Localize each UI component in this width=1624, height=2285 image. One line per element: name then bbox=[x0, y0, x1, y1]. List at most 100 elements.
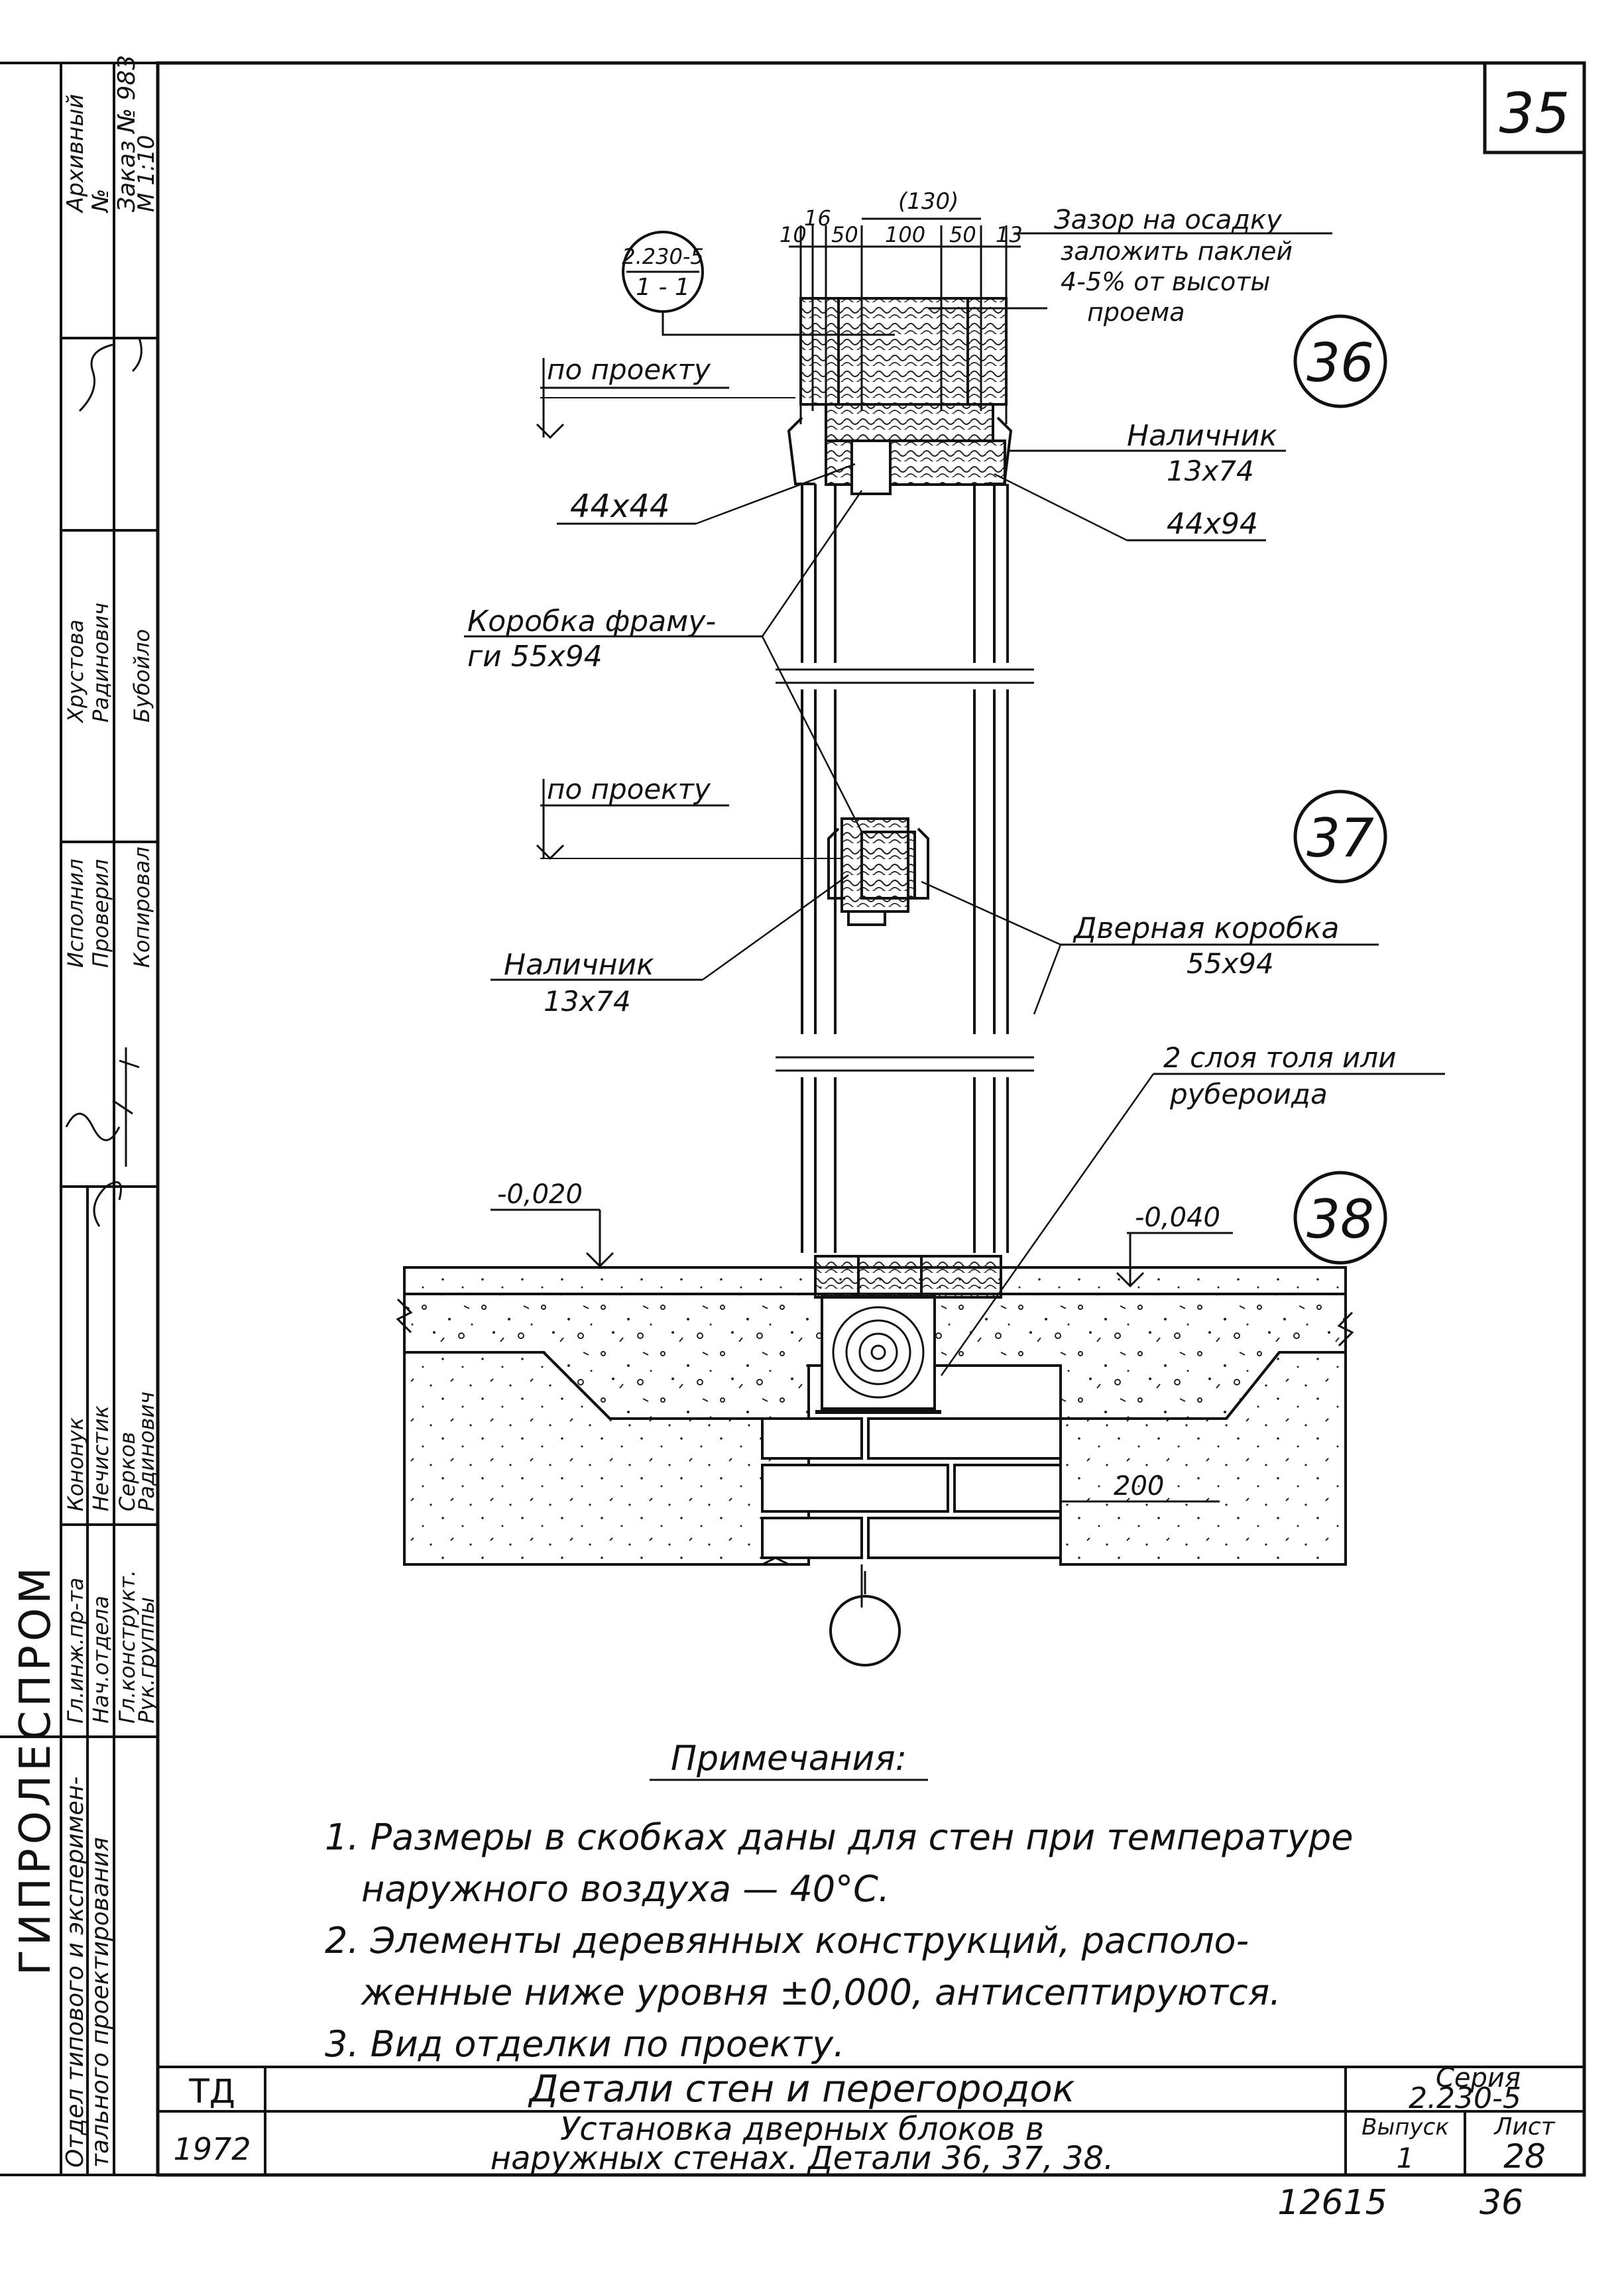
doc-subtitle-1: Установка дверных блоков в bbox=[560, 2111, 1044, 2148]
note-1: 1. Размеры в скобках даны для стен при т… bbox=[325, 1816, 1354, 1858]
label-transom-frame: Коробка фраму- ги 55x94 bbox=[464, 490, 863, 833]
door-leaf bbox=[776, 484, 1034, 1253]
name-4: Радинович bbox=[134, 1391, 159, 1511]
dept-line-2: тального проектирования bbox=[87, 1837, 114, 2168]
dim-10: 10 bbox=[780, 222, 807, 247]
label-44x94: 44x94 bbox=[994, 473, 1266, 542]
level-by-project-1: по проекту bbox=[536, 353, 795, 439]
name-2: Нечистик bbox=[88, 1405, 113, 1511]
note-3: 3. Вид отделки по проекту. bbox=[325, 2023, 844, 2065]
signatures bbox=[65, 337, 143, 1227]
name2-3: Бубойло bbox=[129, 629, 154, 723]
name2-1: Хрустова bbox=[63, 620, 88, 724]
sheet-number-box: 35 bbox=[1483, 61, 1586, 154]
level-2-text: -0,040 bbox=[1135, 1202, 1220, 1233]
name-3: Серков bbox=[115, 1432, 140, 1511]
name-1: Кононук bbox=[63, 1417, 88, 1511]
detail-38-marker: 38 bbox=[1293, 1171, 1387, 1265]
gap-note-2: заложить паклей bbox=[1061, 237, 1293, 266]
footer-page: 36 bbox=[1479, 2183, 1523, 2223]
trim-top-size: 13x74 bbox=[1167, 455, 1254, 487]
label-44x94-text: 44x94 bbox=[1167, 507, 1258, 541]
level-by-project-2: по проекту bbox=[536, 773, 842, 860]
dim-200-group: 200 bbox=[1059, 1471, 1220, 1518]
middle-frame-block bbox=[827, 817, 929, 926]
role-copied: Копировал bbox=[129, 847, 154, 968]
archive-label: Архивный bbox=[62, 94, 89, 213]
two-layers-2: рубероида bbox=[1169, 1078, 1328, 1110]
footer-number: 12615 bbox=[1277, 2183, 1387, 2223]
sheet-label: Лист bbox=[1493, 2113, 1555, 2140]
detail-37-number: 37 bbox=[1306, 807, 1374, 869]
dim-13: 13 bbox=[996, 222, 1023, 247]
dim-50a: 50 bbox=[831, 222, 858, 247]
dim-200: 200 bbox=[1114, 1471, 1164, 1501]
role-checked: Проверил bbox=[88, 859, 113, 968]
doc-title: Детали стен и перегородок bbox=[528, 2068, 1075, 2111]
note-2: 2. Элементы деревянных конструкций, расп… bbox=[325, 1920, 1249, 1962]
upper-wall-block bbox=[787, 297, 1013, 495]
role-chief-engineer: Гл.инж.пр-та bbox=[63, 1578, 88, 1724]
gap-note: Зазор на осадку заложить паклей 4-5% от … bbox=[928, 205, 1332, 327]
note-1b: наружного воздуха — 40°С. bbox=[361, 1868, 890, 1910]
detail-36-marker: 36 bbox=[1293, 314, 1387, 408]
left-stamp bbox=[0, 62, 159, 2176]
sheet-number: 35 bbox=[1499, 81, 1570, 146]
label-trim-top: Наличник 13x74 bbox=[1008, 419, 1286, 487]
series-label: Серия bbox=[1436, 2063, 1521, 2093]
title-block-text: ТД 1972 Детали стен и перегородок Устано… bbox=[173, 2063, 1555, 2177]
detail-37-marker: 37 bbox=[1293, 790, 1387, 884]
door-frame-size: 55x94 bbox=[1187, 947, 1274, 980]
sheet-value: 28 bbox=[1503, 2137, 1546, 2176]
transom-frame-2: ги 55x94 bbox=[467, 640, 603, 674]
detail-38-number: 38 bbox=[1306, 1189, 1374, 1250]
role-executed: Исполнил bbox=[63, 858, 88, 968]
dim-130: (130) bbox=[898, 188, 958, 215]
by-project-1: по проекту bbox=[547, 353, 711, 386]
archive-no: № bbox=[87, 189, 114, 213]
label-44x44: 44x44 bbox=[557, 463, 856, 525]
detail-36-number: 36 bbox=[1306, 332, 1374, 394]
by-project-2: по проекту bbox=[547, 773, 711, 805]
dim-50b: 50 bbox=[949, 222, 976, 247]
left-stamp-text: ГИПРОЛЕСПРОМ Отдел типового и эксперимен… bbox=[11, 55, 160, 2168]
two-layers-1: 2 слоя толя или bbox=[1163, 1041, 1396, 1074]
axis-bubble bbox=[829, 1571, 901, 1667]
note-2b: женные ниже уровня ±0,000, антисептируют… bbox=[360, 1971, 1281, 2013]
top-dimension-labels: 10 16 50 (130) 100 50 13 bbox=[780, 188, 1023, 247]
doc-subtitle-2: наружных стенах. Детали 36, 37, 38. bbox=[491, 2140, 1114, 2177]
issue-label: Выпуск bbox=[1362, 2114, 1449, 2140]
issue-value: 1 bbox=[1397, 2142, 1415, 2174]
label-trim-mid: Наличник 13x74 bbox=[491, 874, 849, 1018]
gap-note-4: проема bbox=[1087, 298, 1185, 327]
role-chief-designer: Гл.конструкт. bbox=[115, 1570, 140, 1724]
transom-frame-1: Коробка фраму- bbox=[467, 605, 716, 638]
section-ref-bottom: 1 - 1 bbox=[636, 274, 690, 301]
dim-100: 100 bbox=[885, 222, 925, 247]
role-group-lead: Рук.группы bbox=[134, 1597, 159, 1724]
trim-mid-name: Наличник bbox=[504, 948, 654, 982]
footer: 12615 36 bbox=[1277, 2183, 1523, 2223]
label-door-frame: Дверная коробка 55x94 bbox=[921, 880, 1379, 1015]
trim-top-name: Наличник bbox=[1127, 419, 1277, 453]
role-dept-head: Нач.отдела bbox=[88, 1596, 113, 1724]
section-reference: 2.230-5 1 - 1 bbox=[622, 231, 895, 336]
door-frame-name: Дверная коробка bbox=[1073, 911, 1340, 945]
name2-2: Радинович bbox=[88, 603, 113, 723]
dept-line-1: Отдел типового и эксперимен- bbox=[62, 1777, 89, 2168]
top-dimensions bbox=[789, 217, 1021, 424]
level-minus-020: -0,020 bbox=[491, 1179, 614, 1268]
section-ref-top: 2.230-5 bbox=[622, 244, 704, 269]
floor-section bbox=[396, 1255, 1354, 1608]
scale-label: М 1:10 bbox=[133, 135, 160, 213]
notes-block: Примечания: 1. Размеры в скобках даны дл… bbox=[325, 1739, 1354, 2065]
series-value: 2.230-5 bbox=[1409, 2081, 1521, 2115]
label-two-layers: 2 слоя толя или рубероида bbox=[940, 1041, 1445, 1376]
label-44x44-text: 44x44 bbox=[570, 488, 670, 525]
notes-title: Примечания: bbox=[671, 1739, 907, 1779]
order-number: Заказ № 983 bbox=[113, 55, 141, 212]
gap-note-1: Зазор на осадку bbox=[1054, 205, 1283, 235]
level-1-text: -0,020 bbox=[497, 1179, 583, 1210]
dim-16: 16 bbox=[804, 205, 831, 231]
